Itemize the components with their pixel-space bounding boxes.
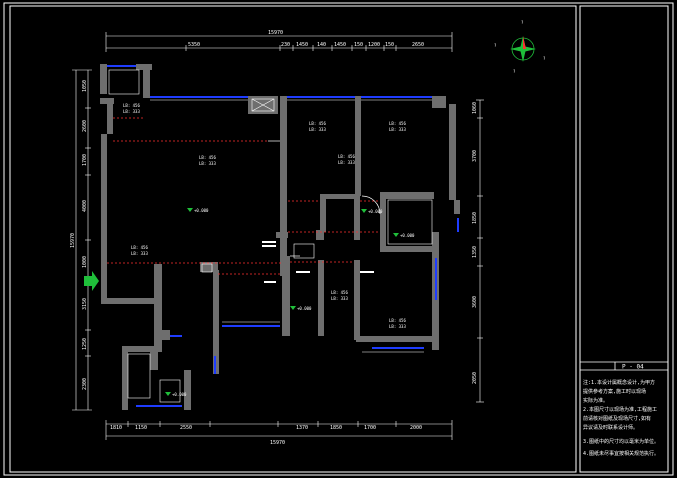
note-line-7: 4.图纸未尽事宜按相关规范执行。 [583,450,659,457]
svg-text:1250: 1250 [82,338,88,350]
svg-text:3700: 3700 [472,150,478,162]
room-labels: LB: 456 LB: 333 LB: 456 LB: 333 LB: 456 … [123,103,406,329]
svg-text:1700: 1700 [364,425,376,431]
svg-text:1700: 1700 [82,154,88,166]
outer-frame [3,2,674,476]
section-tags [262,241,374,283]
svg-text:?: ? [543,56,546,61]
svg-text:5350: 5350 [188,42,200,48]
svg-text:1060: 1060 [472,102,478,114]
svg-text:LB: 333: LB: 333 [331,296,348,301]
svg-text:2050: 2050 [472,372,478,384]
note-line-0: 注:1.本设计属概念设计,为甲方 [583,379,655,386]
svg-text:230: 230 [281,42,290,48]
svg-text:150: 150 [385,42,394,48]
svg-text:140: 140 [317,42,326,48]
svg-text:1850: 1850 [330,425,342,431]
doors [107,117,380,275]
svg-text:2650: 2650 [412,42,424,48]
svg-text:LB: 456: LB: 456 [123,103,140,108]
inner-frame [9,5,577,473]
svg-text:2550: 2550 [180,425,192,431]
note-line-5: 异议请及时联系设计师。 [583,424,638,431]
svg-text:2600: 2600 [82,120,88,132]
svg-text:15970: 15970 [270,440,285,446]
svg-text:LB: 333: LB: 333 [389,127,406,132]
svg-text:+0.000: +0.000 [400,233,415,238]
dimension-texts: 15970 5350 230 1450 140 1450 150 1200 15… [70,30,478,446]
window-sills [150,99,432,353]
door-leaves [268,140,381,257]
svg-text:1810: 1810 [110,425,122,431]
svg-text:?: ? [513,69,516,74]
svg-text:1150: 1150 [135,425,147,431]
svg-text:LB: 456: LB: 456 [389,121,406,126]
svg-text:LB: 333: LB: 333 [123,109,140,114]
note-line-4: 前请核对图纸及现场尺寸,如有 [583,415,651,422]
svg-text:2300: 2300 [82,378,88,390]
svg-text:?: ? [521,20,524,25]
level-marks: +0.000 +0.000 +0.000 +0.000 +0.000 [165,208,415,397]
svg-text:1370: 1370 [296,425,308,431]
svg-text:1200: 1200 [368,42,380,48]
dimension-lines [72,32,484,440]
svg-text:1450: 1450 [334,42,346,48]
svg-text:15970: 15970 [70,233,76,248]
svg-text:?: ? [494,43,497,48]
svg-text:LB: 333: LB: 333 [389,324,406,329]
builtins [108,69,433,403]
svg-text:1050: 1050 [82,80,88,92]
svg-text:LB: 456: LB: 456 [331,290,348,295]
note-line-1: 提供参考方案,施工时以现场 [583,388,646,395]
svg-text:LB: 333: LB: 333 [131,251,148,256]
compass-icon: ? ? ? ? [494,20,546,74]
note-line-6: 3.图纸中的尺寸均以毫米为单位。 [583,438,659,445]
sheet-number: P - 04 [622,364,644,371]
svg-text:+0.000: +0.000 [194,208,209,213]
svg-text:LB: 456: LB: 456 [199,155,216,160]
title-block: P - 04 注:1.本设计属概念设计,为甲方 提供参考方案,施工时以现场 实际… [580,361,668,457]
svg-text:1000: 1000 [82,256,88,268]
svg-text:LB: 456: LB: 456 [338,154,355,159]
svg-text:15970: 15970 [268,30,283,36]
svg-text:1850: 1850 [472,212,478,224]
svg-text:+0.000: +0.000 [368,209,383,214]
svg-text:150: 150 [354,42,363,48]
svg-text:LB: 456: LB: 456 [389,318,406,323]
windows [107,65,459,407]
svg-text:2000: 2000 [410,425,422,431]
svg-text:LB: 456: LB: 456 [309,121,326,126]
svg-text:+0.000: +0.000 [172,392,187,397]
svg-text:LB: 333: LB: 333 [199,161,216,166]
svg-text:1450: 1450 [296,42,308,48]
entry-arrow-icon [84,271,99,291]
svg-text:3600: 3600 [472,296,478,308]
svg-text:LB: 333: LB: 333 [309,127,326,132]
note-line-2: 实际为准。 [583,397,608,404]
title-block-frame [579,5,669,473]
note-line-3: 2.本图尺寸以现场为准,工程施工 [583,406,657,413]
svg-text:4000: 4000 [82,200,88,212]
svg-text:LB: 456: LB: 456 [131,245,148,250]
svg-text:3150: 3150 [82,298,88,310]
svg-text:+0.000: +0.000 [297,306,312,311]
svg-text:1350: 1350 [472,246,478,258]
svg-text:LB: 333: LB: 333 [338,160,355,165]
